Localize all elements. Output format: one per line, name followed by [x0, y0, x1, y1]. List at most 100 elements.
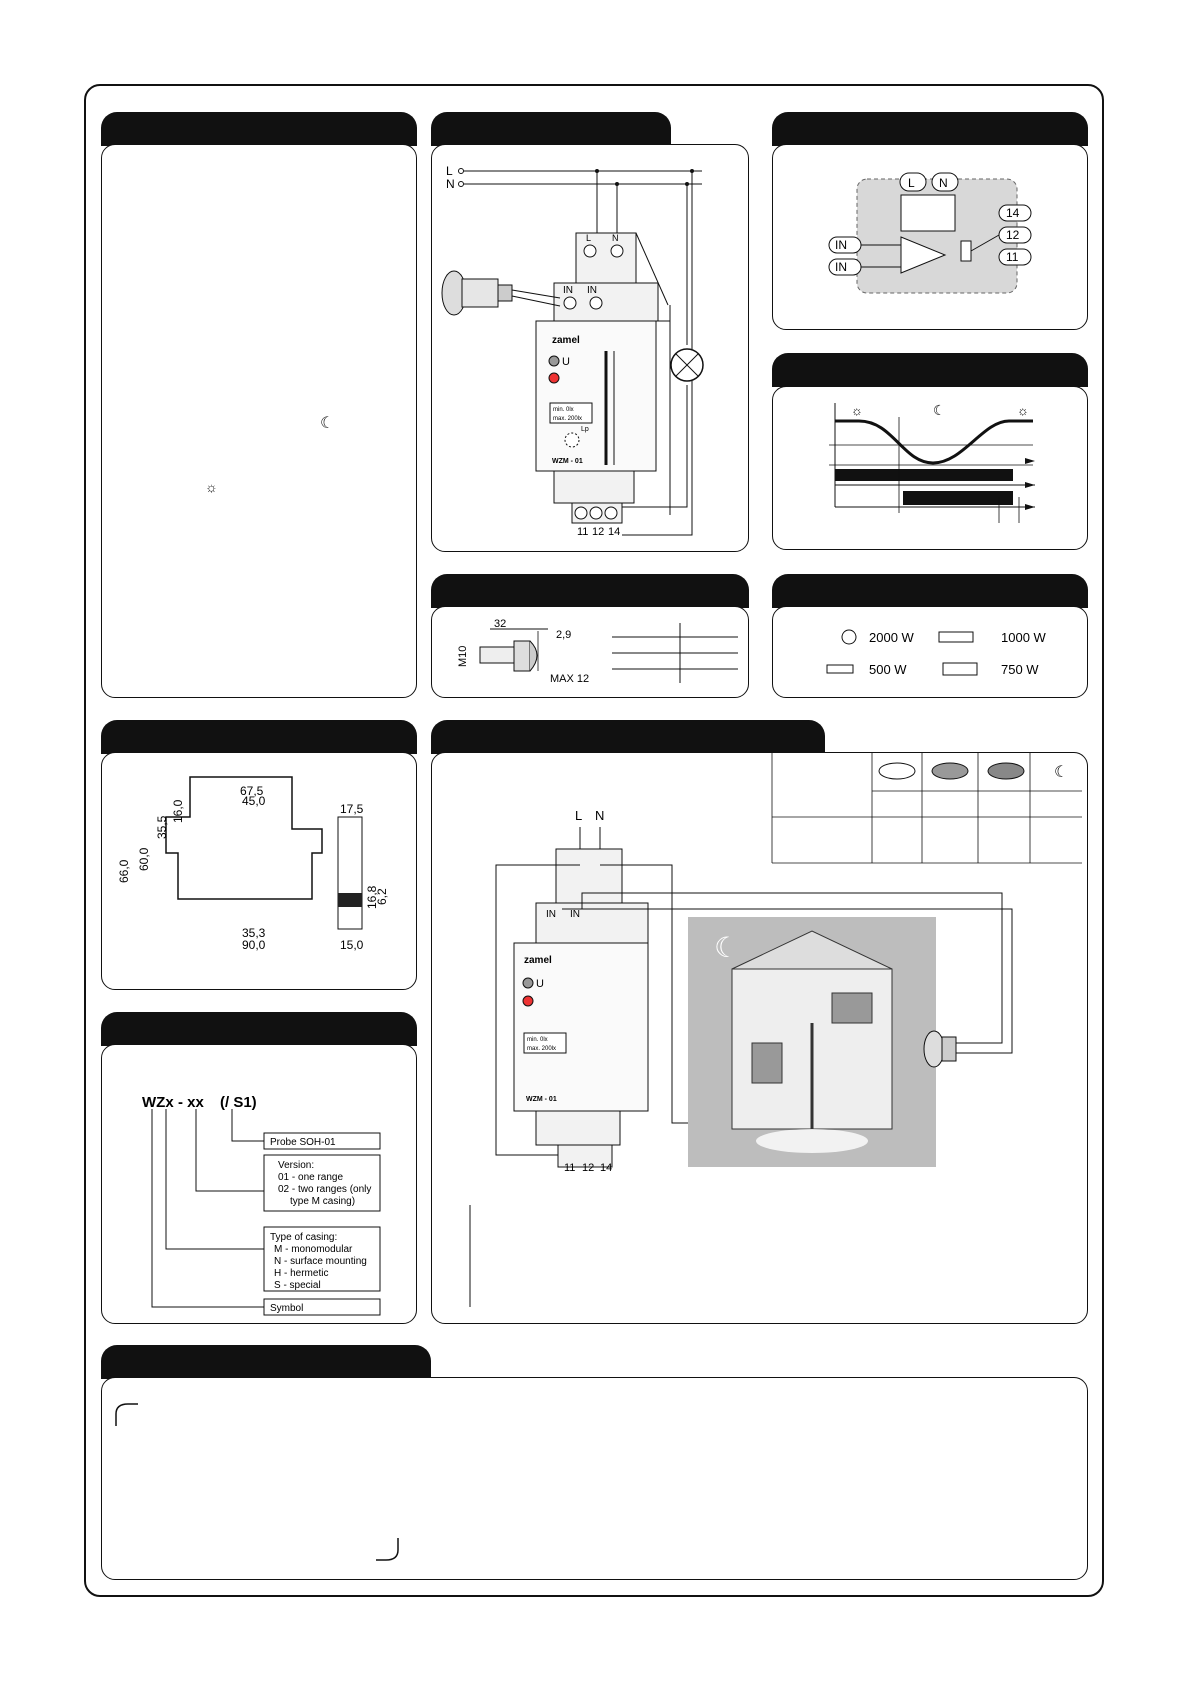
- dim-h2: 60,0: [137, 847, 151, 871]
- table-moon: ☾: [1054, 764, 1068, 781]
- app-t11: 11: [564, 1162, 575, 1174]
- block-n-label: N: [939, 176, 948, 190]
- device-brand: zamel: [552, 335, 580, 346]
- block-t12: 12: [1006, 228, 1020, 242]
- operation-panel: ☼ ☾ ☼: [772, 386, 1088, 550]
- application-panel: ☾ L N IN IN zamel U min. 0lx max. 200lx …: [431, 752, 1088, 1324]
- load-halogen: 500 W: [869, 662, 907, 677]
- app-t14: 14: [600, 1162, 612, 1174]
- symbol-casing-n: N - surface mounting: [274, 1256, 367, 1267]
- block-t14: 14: [1006, 206, 1020, 220]
- dim-s3: 6,2: [375, 888, 389, 905]
- dim-b1: 35,3: [242, 926, 266, 940]
- sun-symbol: ☼: [205, 479, 218, 495]
- probe-length: 32: [494, 618, 506, 630]
- device-t12: 12: [592, 526, 604, 538]
- section-tab-block-diagram: [772, 112, 1088, 146]
- symbol-code-b: - xx: [178, 1094, 205, 1111]
- section-tab-notes: [101, 1345, 431, 1379]
- loads-panel: 2000 W 1000 W 500 W 750 W: [772, 606, 1088, 698]
- load-incandescent: 2000 W: [869, 630, 915, 645]
- symbol-version-title: Version:: [278, 1160, 314, 1171]
- symbol-code-c: (/ S1): [220, 1094, 257, 1111]
- device-in1-terminal: IN: [563, 285, 573, 296]
- device-range-min: min. 0lx: [553, 407, 574, 413]
- block-diagram-panel: L N IN IN 14 12 11: [772, 144, 1088, 330]
- section-tab-operation: [772, 353, 1088, 387]
- connection-panel: L N L N IN IN zamel U m: [431, 144, 749, 552]
- symbol-version-1: 01 - one range: [278, 1172, 343, 1183]
- load-fluorescent: 1000 W: [1001, 630, 1047, 645]
- scene-moon: ☾: [714, 932, 739, 963]
- device-t14: 14: [608, 526, 620, 538]
- section-tab-loads: [772, 574, 1088, 608]
- loads-icons: 2000 W 1000 W 500 W 750 W: [826, 629, 1047, 677]
- dim-s2: 16,8: [365, 885, 379, 909]
- block-l-label: L: [908, 176, 915, 190]
- device-range-max: max. 200lx: [553, 416, 582, 422]
- timing-moon: ☾: [933, 402, 946, 418]
- device-u-label: U: [562, 356, 570, 368]
- dim-s1: 17,5: [340, 802, 364, 816]
- app-t12: 12: [582, 1162, 594, 1174]
- symbol-version-3: type M casing): [290, 1196, 355, 1207]
- symbol-probe: Probe SOH-01: [270, 1137, 336, 1148]
- notes-panel: [101, 1377, 1088, 1580]
- description-panel: ☾ ☼: [101, 144, 417, 698]
- app-range-max: max. 200lx: [527, 1046, 556, 1052]
- symbol-version-2: 02 - two ranges (only: [278, 1184, 371, 1195]
- block-diagram: L N IN IN 14 12 11: [828, 172, 1032, 294]
- device-l-terminal: L: [586, 233, 591, 243]
- section-tab-probe: [431, 574, 749, 608]
- device-t11: 11: [577, 526, 588, 538]
- load-compensated: 750 W: [1001, 662, 1039, 677]
- device-lp-label: Lp: [581, 426, 589, 433]
- connection-diagram: L N L N IN IN zamel U m: [441, 164, 704, 538]
- page-frame: [84, 84, 1104, 1597]
- symbol-casing-h: H - hermetic: [274, 1268, 328, 1279]
- section-tab-connection: [431, 112, 671, 146]
- dim-b2: 90,0: [242, 938, 266, 952]
- symbol-panel: WZx - xx (/ S1) Probe SOH-01 Version: 01…: [101, 1044, 417, 1324]
- case-drawing: 67,5 45,0 66,0 60,0 35,5 16,0 35,3 90,0 …: [117, 776, 389, 952]
- section-tab-dimensions: [101, 720, 417, 754]
- dim-w1: 67,5: [240, 784, 264, 798]
- probe-max: MAX 12: [550, 673, 589, 685]
- line-l-label: L: [446, 164, 453, 178]
- section-tab-symbol: [101, 1012, 417, 1046]
- probe-thread: M10: [457, 646, 469, 667]
- app-in1: IN: [546, 909, 556, 920]
- app-brand: zamel: [524, 955, 552, 966]
- device-model-label: WZM - 01: [552, 458, 583, 465]
- app-in2: IN: [570, 909, 580, 920]
- symbol-diagram: WZx - xx (/ S1) Probe SOH-01 Version: 01…: [142, 1094, 381, 1316]
- block-t11: 11: [1006, 250, 1019, 264]
- device-in2-terminal: IN: [587, 285, 597, 296]
- dim-s4: 15,0: [340, 938, 364, 952]
- section-tab-description: [101, 112, 417, 146]
- timing-sun-right: ☼: [1017, 403, 1029, 418]
- device-n-terminal: N: [612, 233, 619, 243]
- symbol-casing-title: Type of casing:: [270, 1232, 337, 1243]
- symbol-code-a: WZx: [142, 1094, 174, 1111]
- dim-h4: 16,0: [171, 799, 185, 823]
- notes-brackets: [115, 1403, 399, 1561]
- block-in2: IN: [835, 260, 847, 274]
- block-in1: IN: [835, 238, 847, 252]
- app-model: WZM - 01: [526, 1096, 557, 1103]
- dim-h1: 66,0: [117, 859, 131, 883]
- dim-w2: 45,0: [242, 794, 266, 808]
- app-l-label: L: [575, 808, 582, 823]
- app-u-label: U: [536, 978, 544, 990]
- app-range-min: min. 0lx: [527, 1037, 548, 1043]
- symbol-casing-s: S - special: [274, 1280, 321, 1291]
- probe-gap: 2,9: [556, 629, 571, 641]
- dimensions-panel: 67,5 45,0 66,0 60,0 35,5 16,0 35,3 90,0 …: [101, 752, 417, 990]
- dim-h3: 35,5: [155, 815, 169, 839]
- probe-panel: 32 2,9 M10 MAX 12: [431, 606, 749, 698]
- timing-sun-left: ☼: [851, 403, 863, 418]
- timing-diagram: ☼ ☾ ☼: [829, 402, 1035, 523]
- symbol-symbol-label: Symbol: [270, 1303, 303, 1314]
- symbol-casing-m: M - monomodular: [274, 1244, 353, 1255]
- line-n-label: N: [446, 177, 455, 191]
